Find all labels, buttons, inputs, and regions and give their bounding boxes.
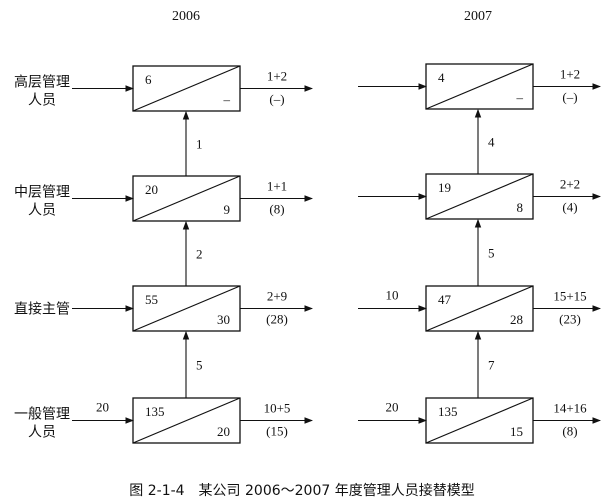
reserve-count: (23) (559, 312, 581, 327)
year-label: 2006 (172, 9, 200, 24)
current-count: 55 (145, 292, 158, 307)
potential-count: 8 (517, 200, 524, 215)
reserve-count: (15) (266, 424, 288, 439)
output-count: 2+2 (560, 177, 580, 192)
promotion-arrow: 5 (182, 330, 203, 398)
potential-count: 30 (217, 312, 230, 327)
category-line2: 人员 (28, 203, 56, 219)
category-line1: 中层管理 (14, 185, 70, 201)
reserve-count: (–) (269, 92, 284, 107)
current-count: 47 (438, 292, 452, 307)
promotion-arrow: 1 (182, 110, 203, 176)
current-count: 19 (438, 180, 451, 195)
category-line1: 直接主管 (14, 301, 70, 318)
box-diagonal (425, 173, 534, 220)
promotion-arrow: 4 (474, 108, 495, 174)
box-diagonal (425, 285, 534, 332)
promotion-arrow: 5 (474, 218, 495, 286)
potential-count: – (223, 92, 231, 107)
box-diagonal (132, 397, 241, 444)
input-count: 10 (386, 288, 399, 303)
potential-count: 20 (217, 424, 230, 439)
box-diagonal (132, 285, 241, 332)
potential-count: 28 (510, 312, 523, 327)
promotion-count: 5 (488, 246, 495, 261)
position-box: 4 – 1+2 (–) (358, 63, 602, 110)
current-count: 6 (145, 72, 152, 87)
promotion-count: 5 (196, 358, 203, 373)
position-box: 135 20 20 10+5 (15) (72, 397, 314, 444)
input-count: 20 (386, 400, 399, 415)
position-box: 19 8 2+2 (4) (358, 173, 602, 220)
output-count: 2+9 (267, 289, 287, 304)
promotion-count: 1 (196, 137, 203, 152)
current-count: 4 (438, 70, 445, 85)
reserve-count: (–) (562, 90, 577, 105)
promotion-count: 2 (196, 247, 203, 262)
output-count: 14+16 (553, 401, 587, 416)
category-line1: 一般管理 (14, 407, 70, 423)
category-line2: 人员 (28, 93, 56, 109)
potential-count: 15 (510, 424, 523, 439)
box-diagonal (132, 175, 241, 222)
current-count: 135 (438, 404, 458, 419)
promotion-count: 4 (488, 135, 495, 150)
promotion-arrow: 7 (474, 330, 495, 398)
reserve-count: (28) (266, 312, 288, 327)
input-count: 20 (96, 400, 109, 415)
box-diagonal (425, 63, 534, 110)
promotion-count: 7 (488, 358, 495, 373)
current-count: 135 (145, 404, 165, 419)
reserve-count: (8) (562, 424, 577, 439)
position-box: 6 – 1+2 (–) (72, 65, 314, 112)
output-count: 10+5 (264, 401, 291, 416)
position-box: 20 9 1+1 (8) (72, 175, 314, 222)
current-count: 20 (145, 182, 158, 197)
reserve-count: (8) (269, 202, 284, 217)
box-diagonal (425, 397, 534, 444)
box-diagonal (132, 65, 241, 112)
output-count: 1+2 (267, 69, 287, 84)
category-line1: 高层管理 (14, 74, 70, 91)
output-count: 1+2 (560, 67, 580, 82)
position-box: 55 30 2+9 (28) (72, 285, 314, 332)
position-box: 47 28 10 15+15 (23) (358, 285, 602, 332)
reserve-count: (4) (562, 200, 577, 215)
output-count: 15+15 (553, 289, 586, 304)
promotion-arrow: 2 (182, 220, 203, 286)
potential-count: 9 (224, 202, 231, 217)
category-line2: 人员 (28, 425, 56, 441)
potential-count: – (516, 90, 524, 105)
category-label: 直接主管 (14, 301, 70, 318)
figure-caption: 图 2-1-4 某公司 2006～2007 年度管理人员接替模型 (129, 482, 474, 499)
position-box: 135 15 20 14+16 (8) (358, 397, 602, 444)
output-count: 1+1 (267, 179, 287, 194)
year-label: 2007 (464, 9, 492, 24)
